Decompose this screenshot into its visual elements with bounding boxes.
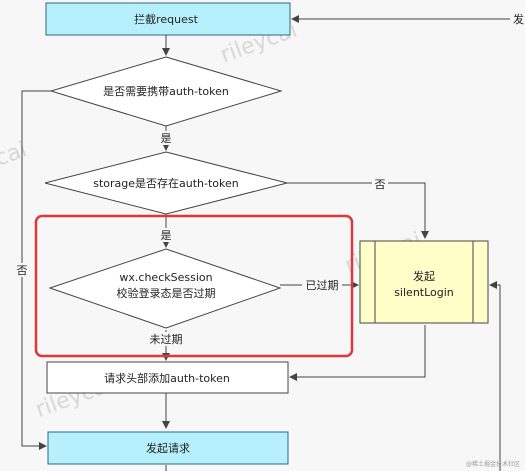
node-add-header: 请求头部添加auth-token bbox=[46, 361, 289, 394]
edge-label-expired: 已过期 bbox=[306, 279, 339, 292]
edge-storage-no bbox=[287, 182, 429, 239]
edge-login-to-header bbox=[289, 325, 426, 381]
edge-labels: 是 否 是 否 已过期 未过期 发 bbox=[14, 12, 524, 346]
node-send-request-label: 发起请求 bbox=[146, 441, 190, 455]
watermark-1: rileycai bbox=[0, 137, 30, 188]
node-check-session-line2: 校验登录态是否过期 bbox=[117, 286, 216, 300]
edge-return-to-login bbox=[489, 281, 501, 471]
edge-label-yes-1: 是 bbox=[161, 132, 172, 145]
edge-label-top-right: 发 bbox=[513, 12, 524, 26]
node-storage-check: storage是否存在auth-token bbox=[44, 151, 288, 215]
node-add-header-label: 请求头部添加auth-token bbox=[104, 371, 230, 385]
watermark-group: rileycai rileycai rileycai rileycai bbox=[0, 18, 425, 423]
highlight-frame bbox=[34, 214, 354, 358]
node-storage-check-label: storage是否存在auth-token bbox=[93, 176, 239, 190]
node-intercept: 拦截request bbox=[45, 2, 291, 36]
edge-label-no-need: 否 bbox=[17, 264, 28, 277]
edge-label-not-expired: 未过期 bbox=[150, 333, 183, 346]
node-silent-login: 发起 silentLogin bbox=[359, 240, 489, 324]
edge-label-yes-2: 是 bbox=[161, 229, 172, 242]
node-intercept-label: 拦截request bbox=[134, 12, 199, 26]
node-check-session: wx.checkSession 校验登录态是否过期 bbox=[48, 248, 282, 329]
node-silent-login-line2: silentLogin bbox=[394, 286, 454, 299]
node-check-session-line1: wx.checkSession bbox=[119, 271, 212, 284]
edge-label-no-storage: 否 bbox=[375, 178, 386, 191]
node-need-token-label: 是否需要携带auth-token bbox=[103, 84, 229, 98]
node-send-request: 发起请求 bbox=[47, 431, 289, 465]
node-need-token: 是否需要携带auth-token bbox=[49, 56, 283, 127]
corner-watermark: @稀土掘金技术社区 bbox=[466, 460, 520, 468]
node-silent-login-line1: 发起 bbox=[413, 269, 435, 283]
